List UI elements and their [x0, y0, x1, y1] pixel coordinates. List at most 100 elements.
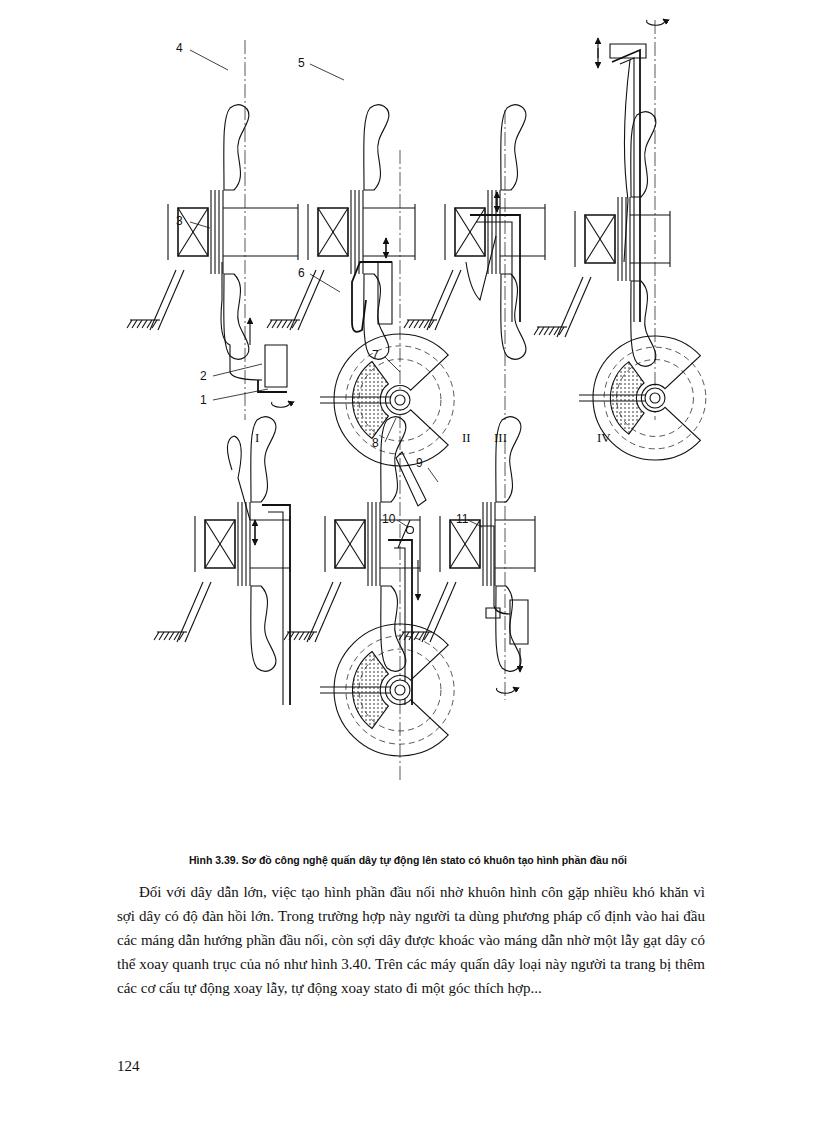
axis-line — [505, 440, 506, 700]
stator-lamination — [621, 197, 622, 281]
ground-symbol — [419, 632, 424, 640]
ground-symbol — [179, 632, 184, 640]
hub — [650, 393, 660, 403]
cone-form — [364, 274, 389, 359]
disc-outline — [334, 334, 448, 466]
coil-section — [205, 520, 235, 568]
callout-number: 10 — [382, 512, 395, 526]
wire-loop — [227, 436, 250, 520]
ground-symbol — [424, 632, 429, 640]
stator-lamination — [499, 190, 500, 274]
rotation-arrow — [647, 19, 665, 25]
stator-lamination — [245, 502, 246, 586]
callout-number: 8 — [372, 436, 379, 450]
wire-guide — [476, 222, 512, 322]
stage-label: III — [494, 430, 507, 445]
cone-form — [364, 105, 389, 190]
ground-symbol — [130, 319, 160, 320]
ground-symbol — [544, 327, 549, 335]
hub — [390, 680, 410, 700]
ground-symbol — [152, 320, 157, 328]
guide-sleeve — [388, 540, 412, 705]
ground-symbol — [402, 631, 432, 632]
coil-section — [335, 520, 365, 568]
callout-number: 6 — [298, 266, 305, 280]
motion-arrow — [254, 520, 255, 545]
cone-form — [496, 586, 521, 671]
ground-symbol — [419, 320, 424, 328]
cone-form — [496, 417, 521, 502]
stator-lamination — [494, 502, 495, 586]
stator-bore — [669, 211, 670, 267]
support-rod — [565, 277, 591, 337]
ground-symbol — [284, 632, 289, 640]
support-rod — [435, 270, 461, 330]
wire — [398, 520, 410, 548]
ground-symbol — [409, 320, 414, 328]
support-rod — [427, 270, 453, 330]
motion-arrow — [496, 192, 497, 212]
ground-symbol — [287, 320, 292, 328]
shaft — [320, 687, 390, 693]
leader-line — [385, 418, 396, 442]
stator-lamination — [354, 190, 355, 274]
stator-bore — [363, 207, 415, 208]
page-number: 124 — [117, 1057, 140, 1075]
sleeve-cap — [610, 44, 646, 58]
stator-lamination — [222, 190, 223, 274]
stator-lamination — [218, 190, 219, 274]
wire — [221, 262, 262, 380]
stator-lamination — [241, 502, 242, 586]
coil-section — [205, 520, 235, 568]
support-rod — [557, 277, 583, 337]
stator-bore — [630, 262, 670, 263]
disc-outline — [593, 336, 700, 460]
leader-line — [190, 50, 228, 70]
coil-section — [450, 520, 480, 568]
stator-lamination — [487, 190, 488, 274]
stator-lamination — [379, 502, 380, 586]
callout-number: 3 — [176, 214, 183, 228]
stator-lamination — [617, 197, 618, 281]
axis-line — [505, 110, 506, 420]
coil-section — [585, 215, 615, 263]
cone-form — [251, 586, 276, 671]
motion-arrow — [249, 318, 250, 345]
ground-symbol — [414, 320, 419, 328]
guide-sleeve — [378, 262, 392, 324]
stator-lamination — [237, 502, 238, 586]
ground-symbol — [142, 320, 147, 328]
cone-form — [501, 274, 526, 359]
rotation-arrow — [272, 401, 290, 407]
motion-arrow — [254, 520, 255, 545]
stator-lamination — [214, 190, 215, 274]
ground-symbol — [272, 320, 277, 328]
stator-bore — [194, 516, 195, 572]
figure-caption: Hình 3.39. Sơ đồ công nghệ quấn dây tự đ… — [108, 853, 708, 867]
callout-number: 5 — [298, 56, 305, 70]
stator-lamination — [375, 502, 376, 586]
stator-bore — [380, 567, 420, 568]
dashed-circle — [604, 347, 706, 449]
stator-bore — [544, 204, 545, 260]
ground-symbol — [304, 632, 309, 640]
lever-pin — [407, 527, 414, 534]
guide-sleeve — [620, 58, 634, 322]
coil-section — [205, 520, 235, 568]
wire — [624, 60, 630, 262]
ground-symbol — [137, 320, 142, 328]
coil-section — [335, 520, 365, 568]
wire-guide — [470, 215, 520, 322]
ground-symbol — [294, 632, 299, 640]
callout-number: 9 — [416, 456, 423, 470]
wire-bundle — [352, 362, 388, 439]
stator-bore — [250, 519, 290, 520]
leader-line — [397, 520, 408, 527]
ground-symbol — [299, 632, 304, 640]
top-view-disc — [320, 624, 454, 756]
ground-symbol — [429, 320, 434, 328]
top-view-disc — [579, 336, 706, 460]
coil-section — [585, 215, 615, 263]
wire-lever — [396, 452, 426, 506]
